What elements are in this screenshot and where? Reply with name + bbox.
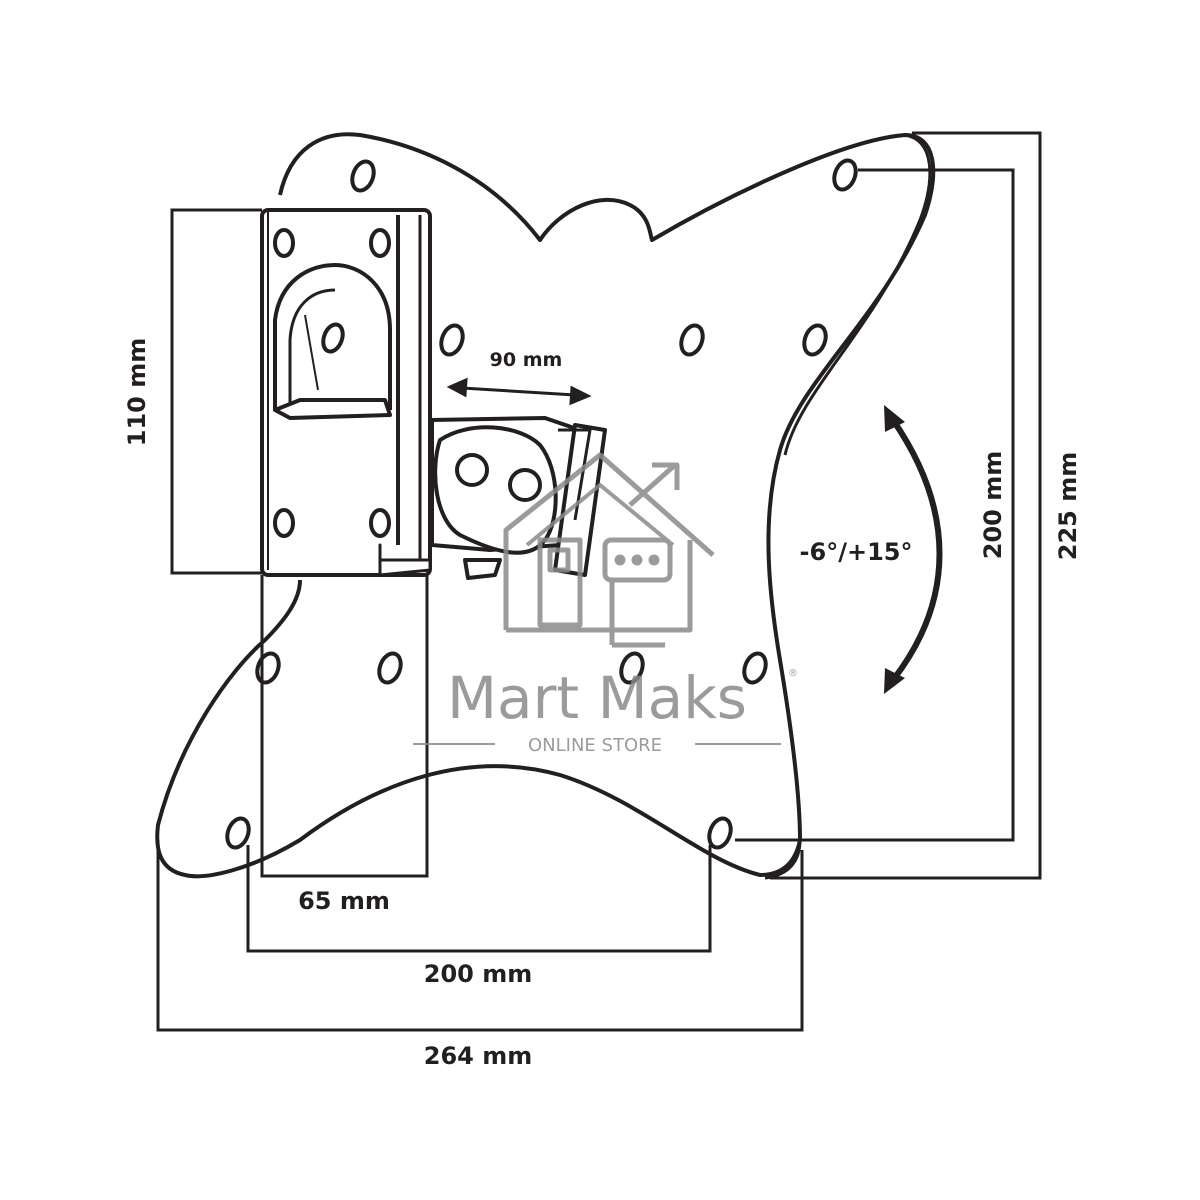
dim-line-200-h (246, 845, 712, 953)
dimension-lines (156, 131, 1042, 1032)
hole-top-right (832, 158, 858, 192)
bracket-hole-4 (273, 508, 295, 538)
hole-low-4 (742, 651, 768, 685)
watermark-registered: ® (788, 668, 798, 679)
hole-bottom-left (225, 816, 251, 850)
bracket-hole-1 (273, 228, 295, 258)
label-overall-height: 225 mm (1054, 452, 1082, 560)
bracket-hole-5 (369, 508, 391, 538)
label-bracket-width: 65 mm (298, 887, 390, 915)
dim-line-65 (260, 575, 429, 878)
bracket-hole-2 (369, 228, 391, 258)
hole-top-left (350, 159, 376, 193)
label-arm-reach: 90 mm (490, 349, 563, 371)
label-bracket-height: 110 mm (123, 338, 151, 446)
mounting-holes (225, 158, 858, 850)
label-tilt-range: -6°/+15° (800, 538, 913, 566)
tilt-arc-arrow (884, 405, 943, 694)
hole-mid-1 (439, 323, 465, 357)
tilt-arm (430, 416, 607, 580)
pivot-bolt-1 (455, 453, 489, 487)
hole-mid-3 (802, 323, 828, 357)
dim-line-200-v (735, 168, 1015, 842)
watermark-logo: Mart Maks ® ONLINE STORE (413, 452, 798, 756)
bracket-holes (273, 228, 391, 538)
hole-low-3 (619, 651, 645, 685)
hole-low-1 (255, 651, 281, 685)
dim-line-225 (770, 131, 1042, 880)
label-overall-width: 264 mm (424, 1042, 532, 1070)
hole-mid-2 (679, 323, 705, 357)
watermark-brand: Mart Maks (447, 664, 747, 732)
house-icon (503, 452, 715, 648)
dim-line-264 (156, 840, 804, 1032)
hole-bottom-right (707, 816, 733, 850)
wall-bracket (260, 208, 432, 577)
pivot-bolt-2 (508, 468, 542, 502)
watermark-tagline: ONLINE STORE (528, 735, 662, 756)
dim-line-110 (170, 208, 262, 575)
hole-low-2 (377, 651, 403, 685)
label-vesa-vertical: 200 mm (979, 451, 1007, 559)
bracket-hole-3 (321, 322, 345, 354)
arm-reach-arrow (446, 377, 592, 406)
label-vesa-horizontal: 200 mm (424, 960, 532, 988)
